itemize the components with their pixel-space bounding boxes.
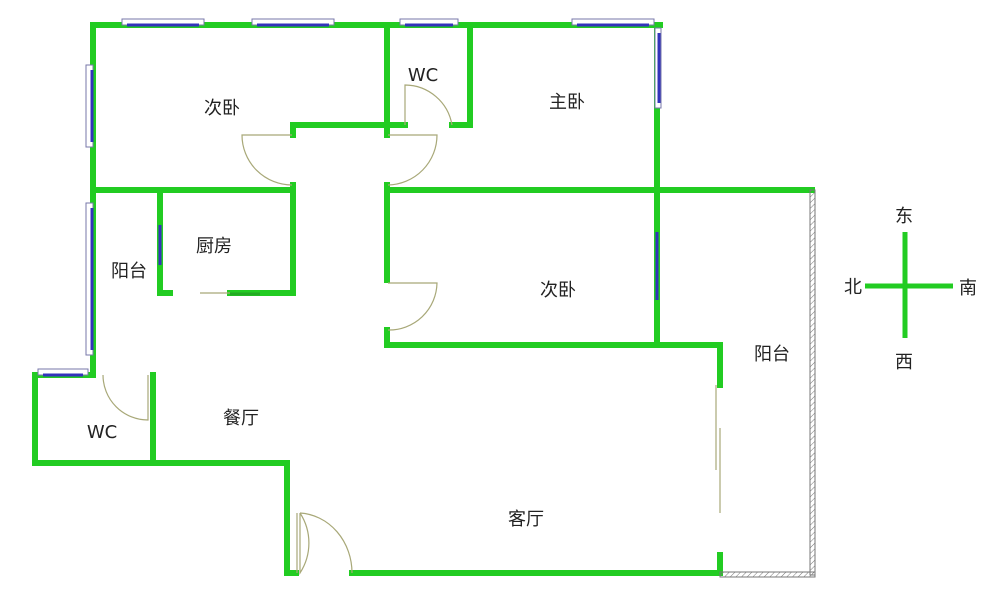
walls bbox=[32, 22, 816, 578]
windows bbox=[37, 18, 662, 377]
room-label-living-room: 客厅 bbox=[508, 509, 544, 530]
room-label-bedroom-middle: 次卧 bbox=[540, 280, 576, 301]
room-label-balcony-right: 阳台 bbox=[754, 344, 790, 365]
room-label-wc-top: WC bbox=[408, 65, 438, 86]
compass-east: 东 bbox=[895, 206, 913, 227]
room-label-dining-room: 餐厅 bbox=[223, 408, 259, 429]
compass: 东 北 南 西 bbox=[844, 206, 977, 373]
room-label-wc-bottom: WC bbox=[87, 422, 117, 443]
compass-west: 西 bbox=[895, 352, 913, 373]
room-labels: 次卧 WC 主卧 厨房 阳台 次卧 阳台 餐厅 WC 客厅 bbox=[87, 65, 790, 530]
compass-north: 北 bbox=[844, 277, 862, 298]
doors bbox=[102, 84, 721, 576]
room-label-bedroom-top-left: 次卧 bbox=[204, 98, 240, 119]
compass-south: 南 bbox=[959, 278, 977, 299]
room-label-kitchen: 厨房 bbox=[196, 236, 232, 257]
room-label-master-bedroom: 主卧 bbox=[549, 92, 585, 113]
room-label-balcony-left: 阳台 bbox=[111, 261, 147, 282]
